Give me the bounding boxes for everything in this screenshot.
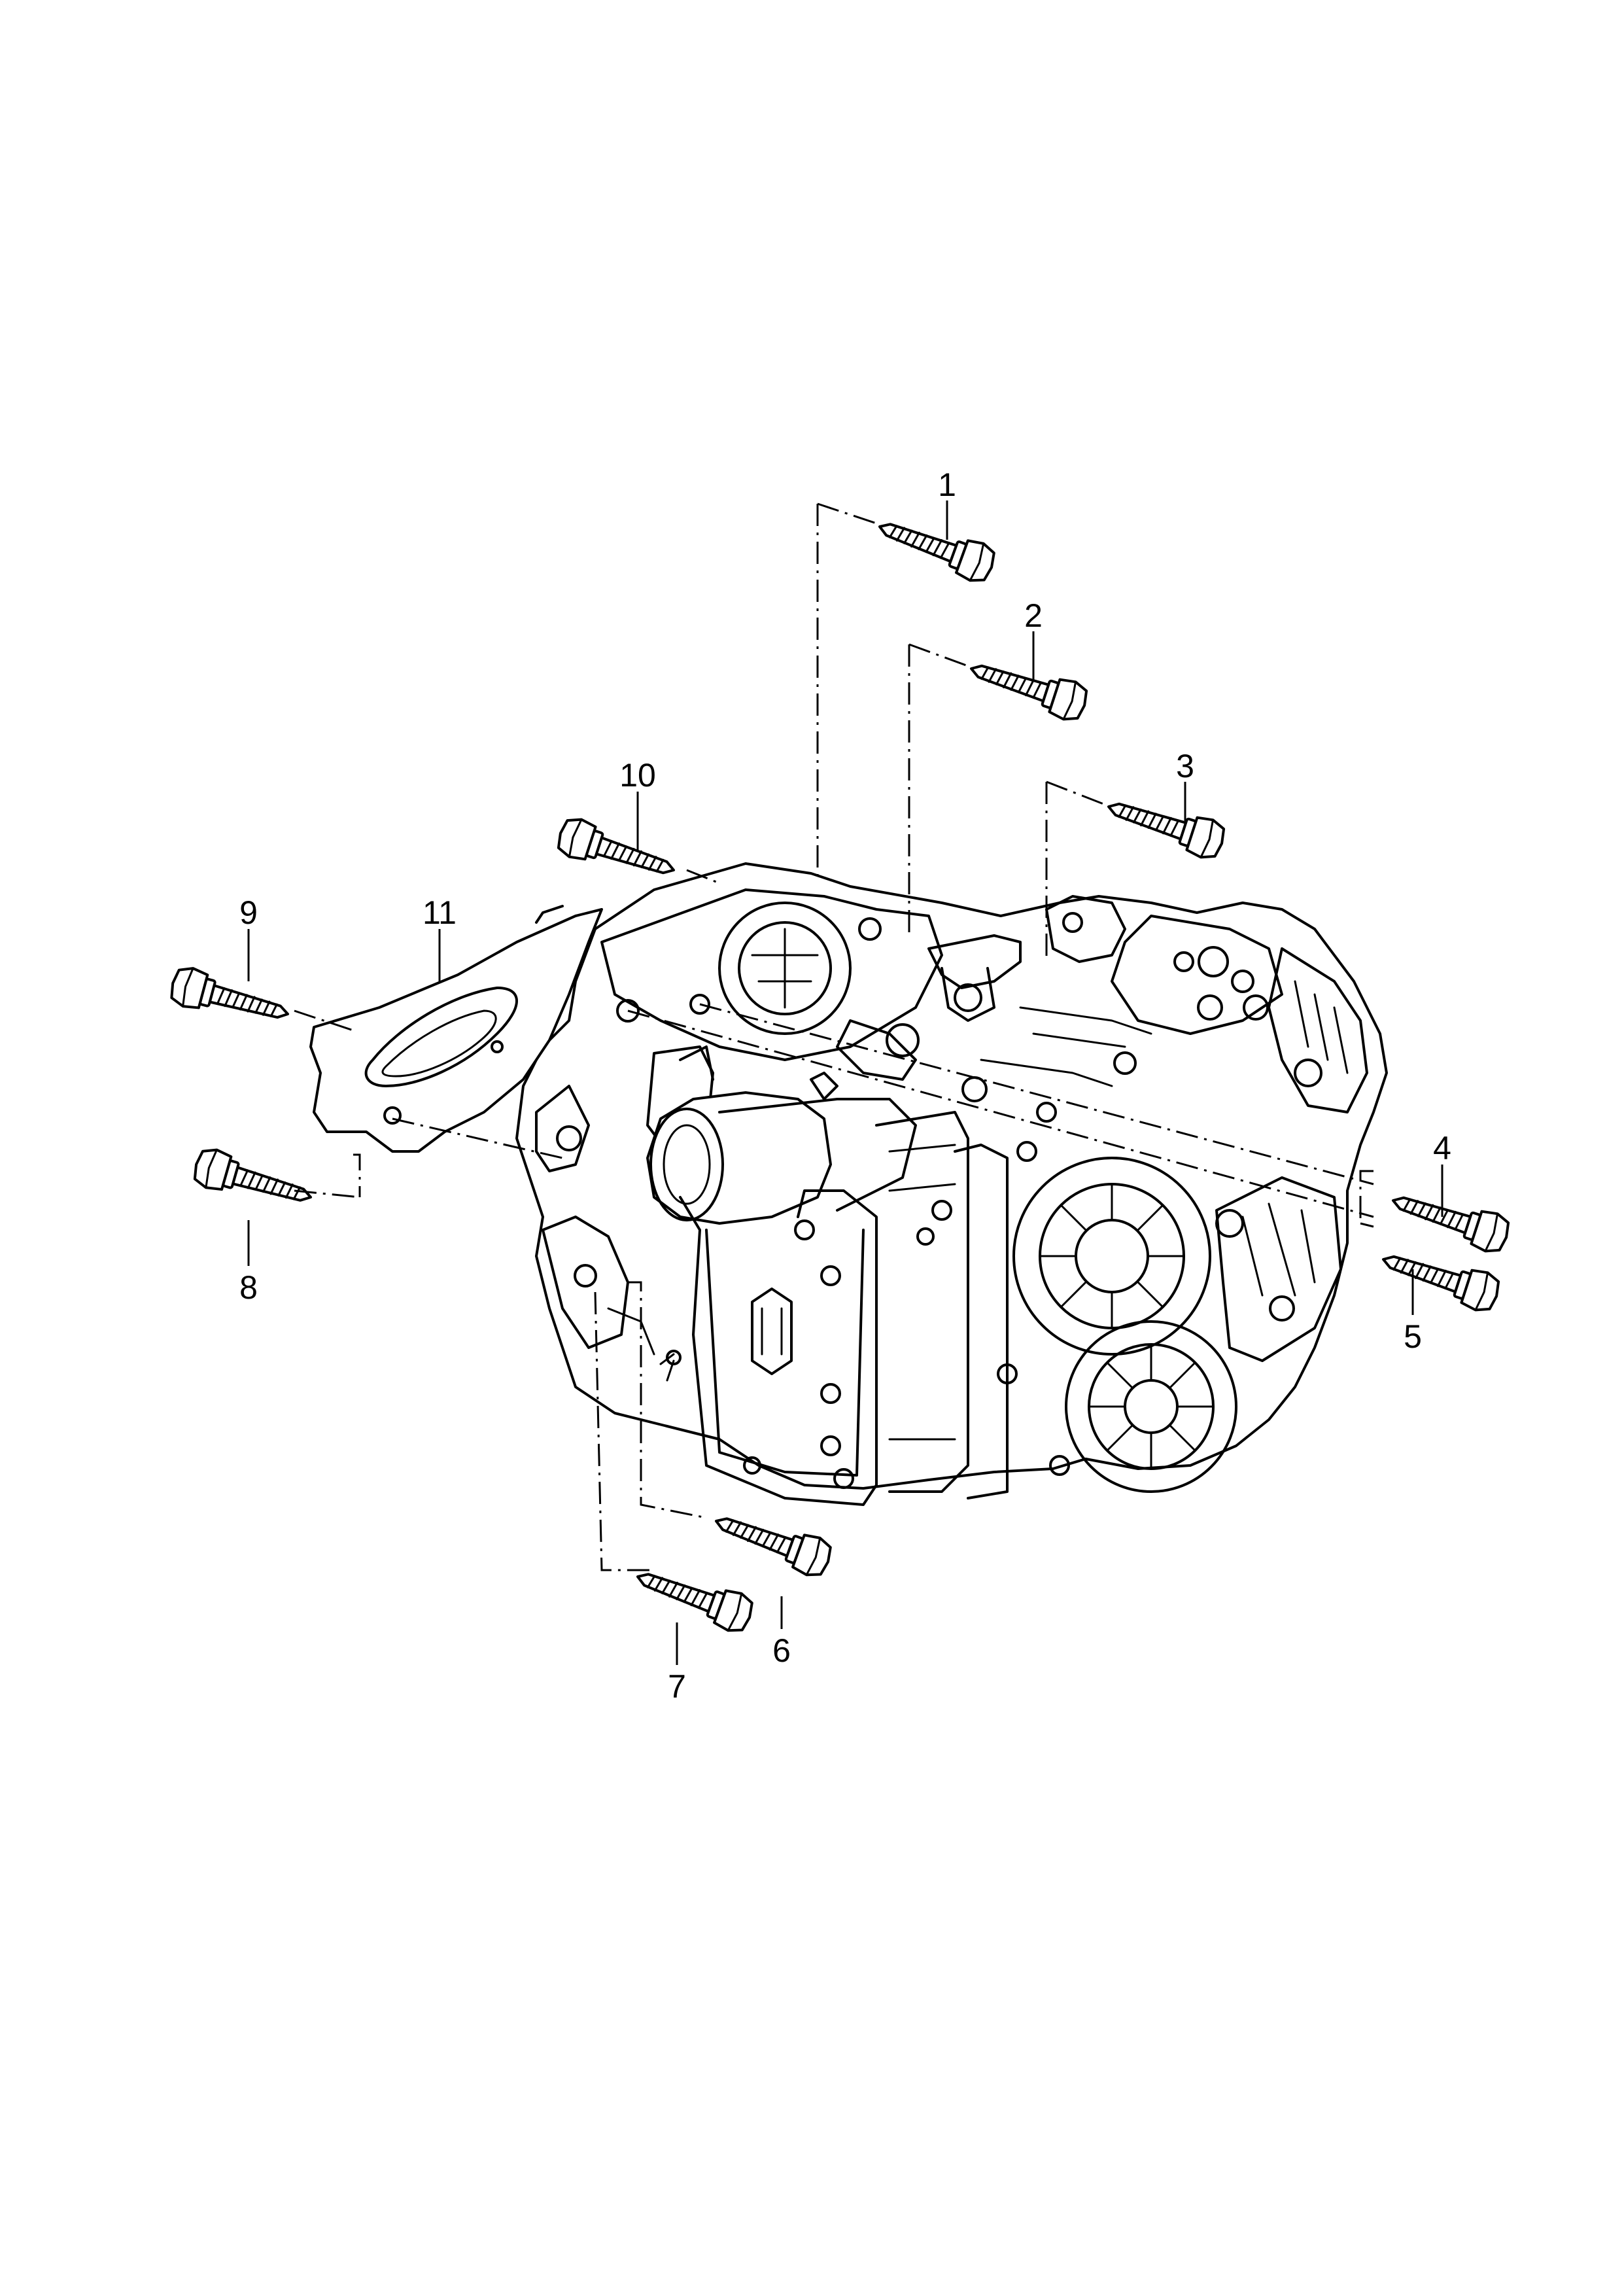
bolt-3	[1101, 786, 1230, 864]
callout-5: 5	[1404, 1318, 1422, 1355]
callout-4: 4	[1433, 1130, 1451, 1166]
assembly-lines	[294, 502, 1374, 1571]
callout-1: 1	[938, 466, 956, 503]
callout-10: 10	[619, 757, 656, 794]
bolt-10	[553, 813, 682, 890]
bolt-2	[963, 648, 1092, 726]
bolt-9	[166, 962, 294, 1034]
transmission-housing	[515, 862, 1388, 1506]
callout-9: 9	[239, 894, 258, 931]
bolt-5	[1375, 1239, 1504, 1316]
bolt-4	[1385, 1180, 1514, 1257]
bolt-1	[871, 506, 1000, 587]
cover-plate	[309, 905, 603, 1153]
callout-2: 2	[1024, 597, 1043, 634]
callout-11: 11	[423, 894, 457, 931]
callout-8: 8	[239, 1269, 258, 1306]
bolt-8	[189, 1144, 318, 1218]
callout-3: 3	[1176, 748, 1194, 784]
bolt-6	[708, 1501, 837, 1582]
callout-7: 7	[668, 1668, 686, 1705]
callout-leaders	[247, 500, 1443, 1665]
bolt-7	[629, 1556, 758, 1638]
callout-6: 6	[772, 1632, 791, 1669]
callout-labels: 1 2 3 4 5 6 7 8 9 10 11	[239, 466, 1451, 1705]
